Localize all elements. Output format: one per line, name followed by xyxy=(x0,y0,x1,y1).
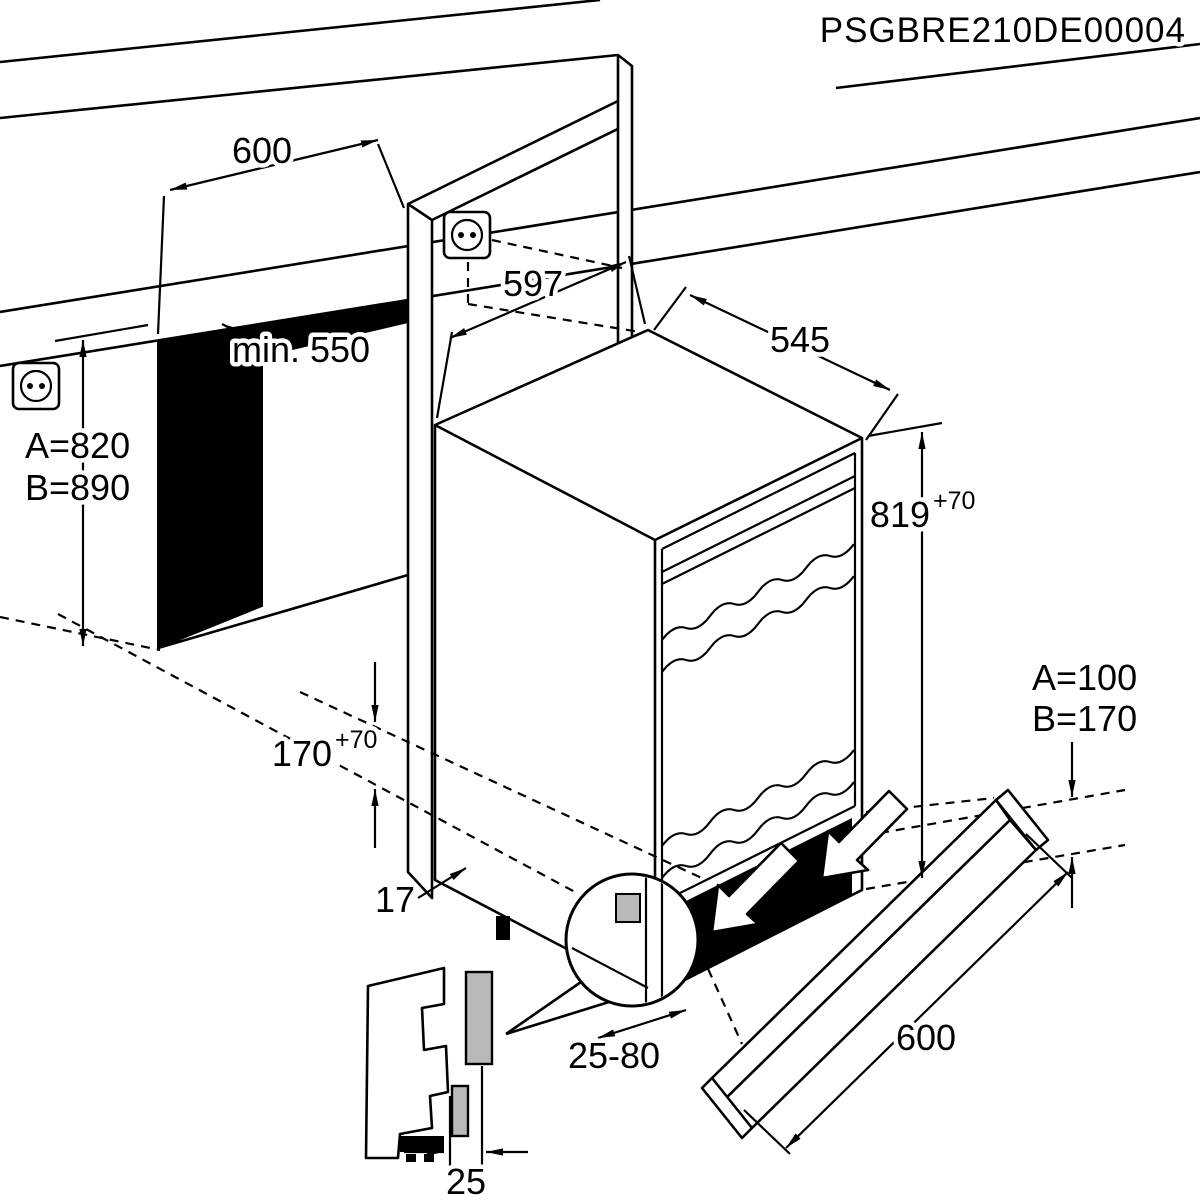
appliance-width-label: 597 xyxy=(503,263,563,304)
insert-arrow-icon xyxy=(820,789,909,880)
labels: PSGBRE210DE00004 600 min. 550 597 545 A=… xyxy=(21,7,1190,1200)
dim-niche-width xyxy=(156,138,406,335)
plinth-recess-height-label: 170 xyxy=(272,733,332,774)
partition-front-edge xyxy=(406,202,434,900)
partition-back-edge xyxy=(616,53,634,352)
bracket-in-detail xyxy=(615,893,641,923)
appliance-foot xyxy=(496,916,510,940)
plinth-end-cap xyxy=(700,1076,754,1140)
dim-appliance-height xyxy=(867,421,943,878)
dim-niche-height xyxy=(54,323,149,646)
plinth-end-cap xyxy=(994,788,1050,852)
plinth-recess-height-tolerance: +70 xyxy=(335,726,377,754)
bracket-plate xyxy=(450,1084,470,1138)
dim-plinth-length xyxy=(743,833,1073,1155)
bracket-detail xyxy=(364,966,494,1172)
appliance-height-label: 819 xyxy=(870,494,930,535)
outlet-icon xyxy=(442,210,492,260)
cabinet-structure xyxy=(0,0,1200,368)
cabinet-partition xyxy=(406,53,634,900)
dim-appliance-depth xyxy=(653,286,899,441)
dim-side-gap-leader xyxy=(417,867,467,899)
appliance-door xyxy=(660,452,857,903)
countertop-front-top-edge xyxy=(0,116,1200,314)
bracket-foot xyxy=(400,1136,444,1152)
niche-width-label: 600 xyxy=(232,130,292,171)
niche-floor-edge xyxy=(157,573,409,650)
door-break-line xyxy=(661,575,855,673)
drawing-code: PSGBRE210DE00004 xyxy=(820,11,1186,50)
insert-arrows xyxy=(710,789,909,934)
door-break-line xyxy=(661,781,855,879)
niche-height-a-label: A=820 xyxy=(25,425,130,466)
dim-appliance-width xyxy=(435,255,647,419)
dim-niche-depth-leader xyxy=(221,323,273,351)
detail-balloon xyxy=(505,872,700,1036)
dim-adjust-range xyxy=(597,1008,687,1040)
door-break-line xyxy=(661,749,855,847)
plinth-clearance-a-label: A=100 xyxy=(1032,657,1137,698)
bracket-plate xyxy=(464,970,494,1066)
outlet-left xyxy=(11,361,61,411)
plinth-recess xyxy=(672,818,852,986)
appliance-depth-label: 545 xyxy=(770,319,830,360)
outlet-icon xyxy=(11,361,61,411)
wall-line xyxy=(0,53,619,120)
appliance xyxy=(433,328,864,1002)
bracket-offset-label: 25 xyxy=(446,1161,486,1200)
dimensions xyxy=(54,138,1076,1156)
adjust-range-label: 25-80 xyxy=(568,1035,660,1076)
insert-arrow-icon xyxy=(710,841,801,934)
partition-top-edge xyxy=(431,120,633,222)
bracket-cabinet-profile xyxy=(364,966,450,1160)
wall-line xyxy=(835,42,1200,90)
appliance-height-tolerance: +70 xyxy=(933,487,975,515)
door-break-line xyxy=(661,543,855,641)
side-gap-label: 17 xyxy=(375,879,415,920)
wall-line xyxy=(0,0,601,64)
plinth-length-label: 600 xyxy=(896,1017,956,1058)
plinth-clearance-b-label: B=170 xyxy=(1032,698,1137,739)
niche-depth-label: min. 550 xyxy=(232,329,370,370)
niche-height-b-label: B=890 xyxy=(25,467,130,508)
partition-top-edge xyxy=(407,99,619,206)
